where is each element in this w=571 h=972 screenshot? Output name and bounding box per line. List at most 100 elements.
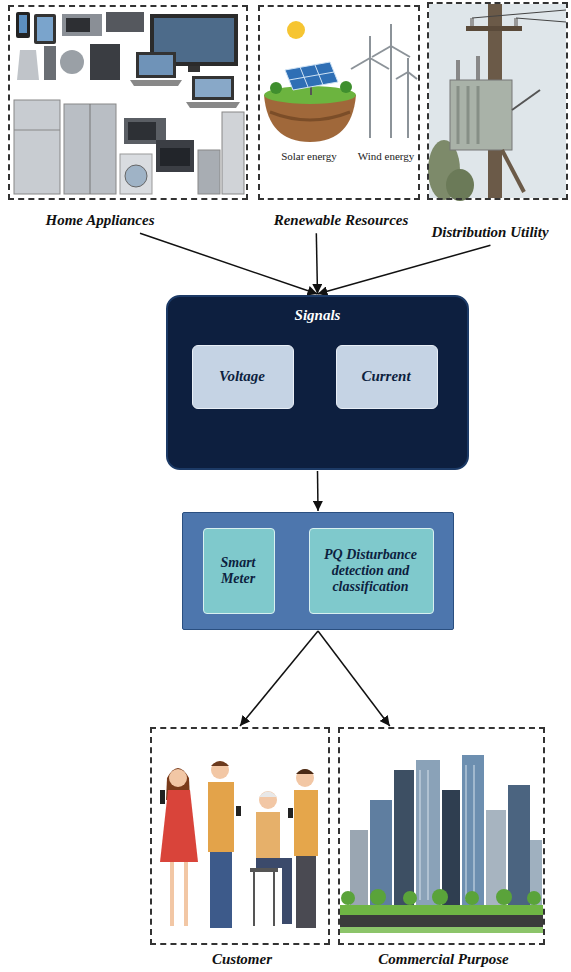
home-appliances-art (198, 150, 220, 194)
null (351, 24, 417, 138)
connector-arrow (316, 233, 317, 294)
home-appliances-art (14, 12, 244, 194)
renewable-art (289, 72, 334, 80)
home-appliances-art (195, 79, 231, 97)
source-box: Home Appliances (8, 5, 248, 200)
renewable-art (264, 21, 417, 142)
connector-arrow (140, 233, 318, 294)
null (465, 891, 479, 905)
customer-art (282, 858, 292, 924)
city-art (394, 770, 414, 905)
renewable-art (270, 82, 282, 94)
customer-art (296, 769, 314, 787)
signal-box: Voltage (192, 345, 294, 409)
home-appliances-art (106, 12, 144, 32)
home-appliances-art (120, 154, 152, 194)
box-label: Current (343, 368, 429, 385)
source-box: Solar energyWind energyRenewable Resourc… (258, 5, 420, 200)
city-art (462, 755, 484, 905)
distribution-art (502, 150, 524, 192)
distribution-art (470, 18, 474, 26)
processing-panel: Smart Meter PQ Disturbance detection and … (182, 512, 454, 630)
null (474, 765, 475, 900)
home-appliances-art (188, 66, 200, 72)
null (370, 58, 389, 69)
customer-art (160, 761, 318, 928)
null (496, 889, 512, 905)
renewable-art (285, 62, 338, 90)
customer-art (296, 769, 314, 774)
connector-arrow (318, 631, 390, 726)
distribution-art (512, 90, 540, 110)
caption: Renewable Resources (240, 212, 442, 229)
null (420, 770, 421, 900)
customer-art (208, 782, 234, 852)
home-appliances-art (139, 55, 173, 75)
home-appliances-art (130, 80, 182, 86)
customer-art (259, 791, 277, 809)
customer-art (160, 790, 165, 804)
destination-box: Customer (150, 727, 330, 945)
home-appliances-art (14, 100, 60, 194)
null (407, 72, 409, 138)
city-art (416, 760, 440, 905)
customer-art (211, 761, 229, 779)
process-box: Smart Meter (203, 528, 275, 614)
home-appliances-art (160, 148, 190, 166)
art-label: Wind energy (350, 150, 422, 163)
caption: Customer (152, 951, 332, 968)
home-appliances-art (60, 50, 84, 74)
distribution-art (456, 60, 460, 80)
city-art (340, 915, 543, 927)
home-appliances-art (37, 17, 53, 41)
connector-arrow (240, 631, 318, 726)
customer-art (160, 790, 198, 862)
customer-art (170, 862, 174, 926)
home-appliances-art (128, 122, 156, 140)
distribution-art (476, 56, 480, 80)
home-appliances-art (14, 130, 60, 131)
null (403, 891, 417, 905)
customer-art (296, 856, 316, 928)
home-appliances-art (192, 76, 234, 100)
null (390, 46, 392, 138)
null (466, 765, 467, 900)
renewable-art (340, 81, 352, 93)
home-appliances-art (186, 102, 240, 108)
customer-art (288, 808, 293, 818)
panel-heading: Signals (168, 307, 467, 324)
city-art (370, 800, 392, 905)
customer-art (259, 792, 277, 798)
home-appliances-art (125, 165, 147, 187)
home-appliances-art (90, 104, 91, 194)
customer-art (250, 868, 278, 872)
null (420, 765, 474, 900)
customer-art (184, 862, 188, 926)
customer-art (273, 872, 275, 926)
null (428, 770, 429, 900)
null (396, 72, 408, 79)
home-appliances-art (66, 18, 90, 32)
customer-art (253, 872, 255, 926)
customer-art (294, 790, 318, 856)
distribution-art (514, 18, 518, 26)
home-appliances-art (136, 52, 176, 78)
customer-art (256, 812, 280, 862)
box-label: Voltage (199, 368, 285, 385)
renewable-art (287, 21, 305, 39)
renewable-art (270, 112, 350, 120)
caption: Home Appliances (0, 212, 200, 229)
home-appliances-art (34, 14, 56, 44)
null (432, 889, 448, 905)
distribution-art (446, 169, 474, 201)
null (372, 46, 391, 57)
city-art (340, 927, 543, 933)
process-box: PQ Disturbance detection and classificat… (309, 528, 434, 614)
distribution-art (477, 86, 480, 144)
caption: Distribution Utility (415, 224, 565, 241)
distribution-art (466, 26, 522, 31)
city-art (340, 905, 543, 915)
distribution-art (472, 10, 566, 18)
